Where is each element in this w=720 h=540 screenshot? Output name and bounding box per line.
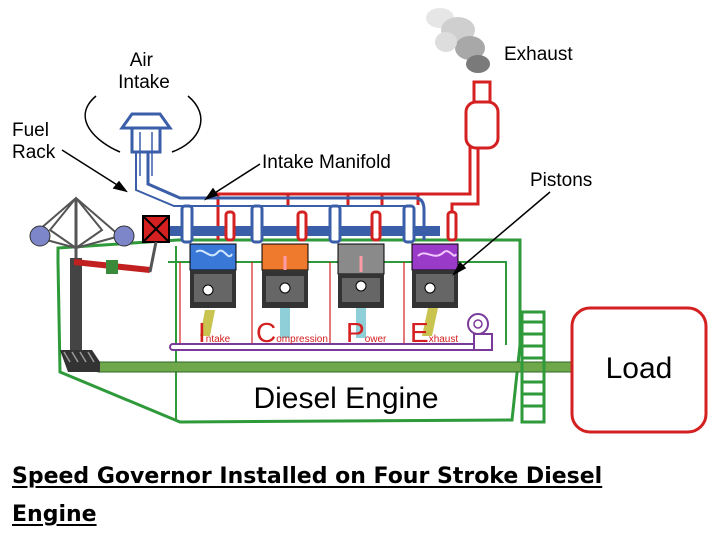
load-label: Load: [606, 352, 673, 385]
engine-label: Diesel Engine: [253, 382, 438, 415]
cylinder-4: [411, 243, 459, 336]
governor-diagram: Intake Compression Power Exhaust Load Ai…: [12, 8, 708, 434]
load-box: [570, 306, 708, 434]
stroke-labels: Intake Compression Power Exhaust: [198, 317, 458, 348]
intake-manifold-label: Intake Manifold: [262, 152, 391, 173]
exhaust-label: Exhaust: [504, 44, 573, 65]
air-intake-label: Air Intake: [118, 50, 170, 93]
air-intake-cap: [119, 112, 173, 176]
cylinder-1: [189, 243, 237, 336]
muffler: [464, 80, 500, 150]
stroke-power-label: Power: [346, 317, 387, 348]
stroke-compression-label: Compression: [256, 317, 328, 348]
speed-governor: [29, 196, 135, 372]
fuel-rack-box: [142, 215, 170, 243]
stroke-exhaust-label: Exhaust: [410, 317, 458, 348]
fuel-rack-link: [148, 241, 158, 273]
cam-lines: [179, 262, 405, 345]
cylinder-2: [261, 243, 309, 338]
governor-sleeve: [106, 260, 118, 274]
engine-block: [56, 238, 522, 424]
pistons-label: Pistons: [530, 170, 592, 191]
cam-gear: [467, 313, 493, 351]
caption-line-2: Engine: [12, 502, 97, 527]
exhaust-valves: [224, 210, 458, 242]
stroke-intake-label: Intake: [198, 317, 231, 348]
intake-manifold: [146, 142, 426, 240]
valve-springs: [180, 204, 416, 244]
caption-line-1: Speed Governor Installed on Four Stroke …: [12, 464, 603, 489]
cylinder-3: [337, 243, 385, 338]
flywheel-gear: [520, 310, 546, 424]
air-intake-arc: [84, 95, 202, 153]
fuel-rack-label: Fuel Rack: [12, 120, 56, 163]
exhaust-smoke: [426, 8, 490, 73]
intake-manifold-inner: [135, 142, 408, 207]
crankshaft: [97, 361, 575, 373]
leader-arrows: [61, 149, 551, 276]
